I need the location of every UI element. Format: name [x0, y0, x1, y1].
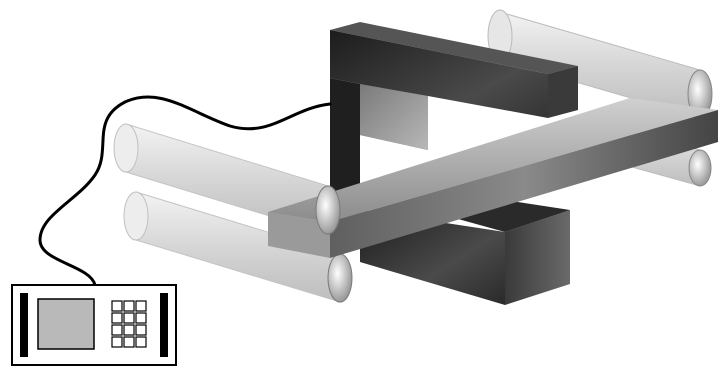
roller-back-upper [487, 9, 713, 119]
test-bar [268, 98, 718, 258]
roller-front-lower [123, 191, 353, 303]
control-unit-keypad [111, 300, 147, 348]
control-unit-left-handle [20, 293, 28, 357]
control-unit-right-handle [160, 293, 168, 357]
control-unit [11, 284, 177, 366]
control-unit-display [37, 298, 95, 350]
magnet-yoke [330, 22, 578, 305]
roller-end-cap [315, 185, 341, 235]
cable [38, 95, 332, 287]
